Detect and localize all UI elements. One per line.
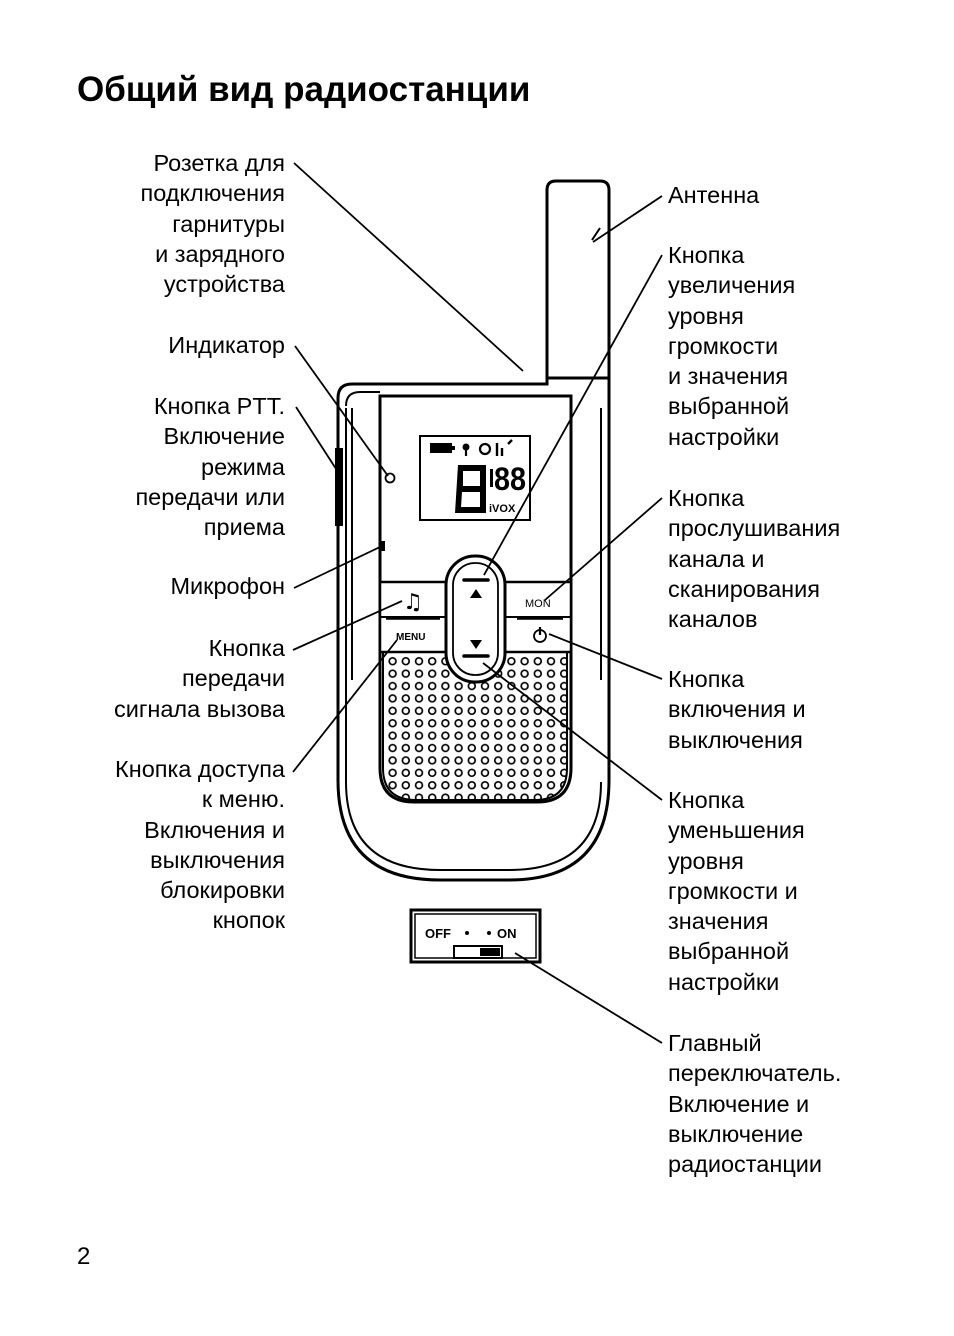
switch-off-label: OFF (425, 926, 451, 941)
music-note-icon: ♫ (403, 590, 423, 615)
switch-on-label: ON (497, 926, 517, 941)
battery-icon (430, 443, 452, 453)
scan-icon (478, 442, 492, 456)
mon-key-label: MON (525, 598, 551, 610)
up-arrow-icon (470, 589, 482, 598)
power-button[interactable] (533, 627, 547, 643)
label-monitor-button: Кнопка прослушивания канала и сканирован… (668, 485, 841, 633)
label-microphone: Микрофон (170, 573, 285, 599)
volume-up-button[interactable] (462, 578, 490, 598)
label-indicator: Индикатор (168, 332, 285, 358)
label-volume-up: Кнопка увеличения уровня громкости и зна… (668, 242, 796, 450)
antenna (545, 179, 611, 380)
label-power-button: Кнопка включения и выключения (668, 666, 806, 753)
monitor-button[interactable]: MON (525, 598, 551, 610)
page-number: 2 (77, 1243, 91, 1270)
menu-key-label: MENU (396, 632, 425, 643)
ptt-button (335, 448, 343, 526)
signal-icon (495, 439, 513, 456)
page-title: Общий вид радиостанции (77, 70, 531, 109)
microphone (381, 541, 385, 551)
volume-down-button[interactable] (462, 640, 490, 658)
label-main-switch: Главный переключатель. Включение и выклю… (668, 1030, 842, 1178)
lcd-big-digit (455, 465, 486, 513)
down-arrow-icon (470, 640, 482, 649)
label-volume-down: Кнопка уменьшения уровня громкости и зна… (668, 787, 805, 995)
label-headset-jack: Розетка для подключения гарнитуры и заря… (140, 150, 286, 298)
label-menu-button: Кнопка доступа к меню. Включения и выклю… (115, 756, 285, 934)
lcd-channel: 88 (494, 461, 526, 497)
speaker-grill (382, 649, 568, 801)
leader-lines (292, 162, 663, 1044)
label-ptt-button: Кнопка PTT. Включение режима передачи ил… (135, 393, 285, 541)
lcd-vox: iVOX (489, 503, 516, 515)
label-call-button: Кнопка передачи сигнала вызова (113, 635, 285, 722)
call-button[interactable]: ♫ (403, 590, 423, 615)
label-antenna: Антенна (668, 182, 760, 208)
menu-button[interactable]: MENU (396, 632, 425, 643)
